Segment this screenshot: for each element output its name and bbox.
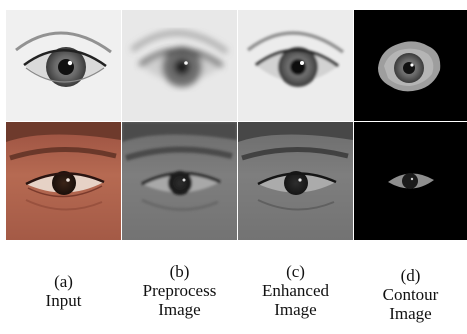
caption-text: Preprocess: [122, 281, 237, 300]
eye-image: [354, 122, 467, 240]
caption-input: (a) Input: [6, 272, 121, 310]
eye-image: [238, 10, 353, 121]
caption-text: Image: [354, 304, 467, 323]
panel-enhanced-eye-grey: [238, 10, 353, 121]
caption-enhanced: (c) Enhanced Image: [238, 262, 353, 319]
panel-input-eye-grey: [6, 10, 121, 121]
caption-contour: (d) Contour Image: [354, 266, 467, 323]
panel-contour-eye-grey: [354, 10, 467, 121]
caption-text: Contour: [354, 285, 467, 304]
caption-text: Image: [238, 300, 353, 319]
caption-letter: (c): [238, 262, 353, 281]
caption-letter: (a): [6, 272, 121, 291]
caption-letter: (b): [122, 262, 237, 281]
caption-preprocess: (b) Preprocess Image: [122, 262, 237, 319]
caption-text: Input: [6, 291, 121, 310]
eye-image: [6, 10, 121, 121]
eye-image: [122, 122, 237, 240]
eye-image: [238, 122, 353, 240]
caption-letter: (d): [354, 266, 467, 285]
panel-preprocess-eye-grey: [122, 10, 237, 121]
eye-image: [354, 10, 467, 121]
caption-text: Enhanced: [238, 281, 353, 300]
caption-text: Image: [122, 300, 237, 319]
eye-image: [122, 10, 237, 121]
eye-image: [6, 122, 121, 240]
panel-contour-eye-color: [354, 122, 467, 240]
panel-preprocess-eye-color: [122, 122, 237, 240]
panel-enhanced-eye-color: [238, 122, 353, 240]
panel-input-eye-color: [6, 122, 121, 240]
